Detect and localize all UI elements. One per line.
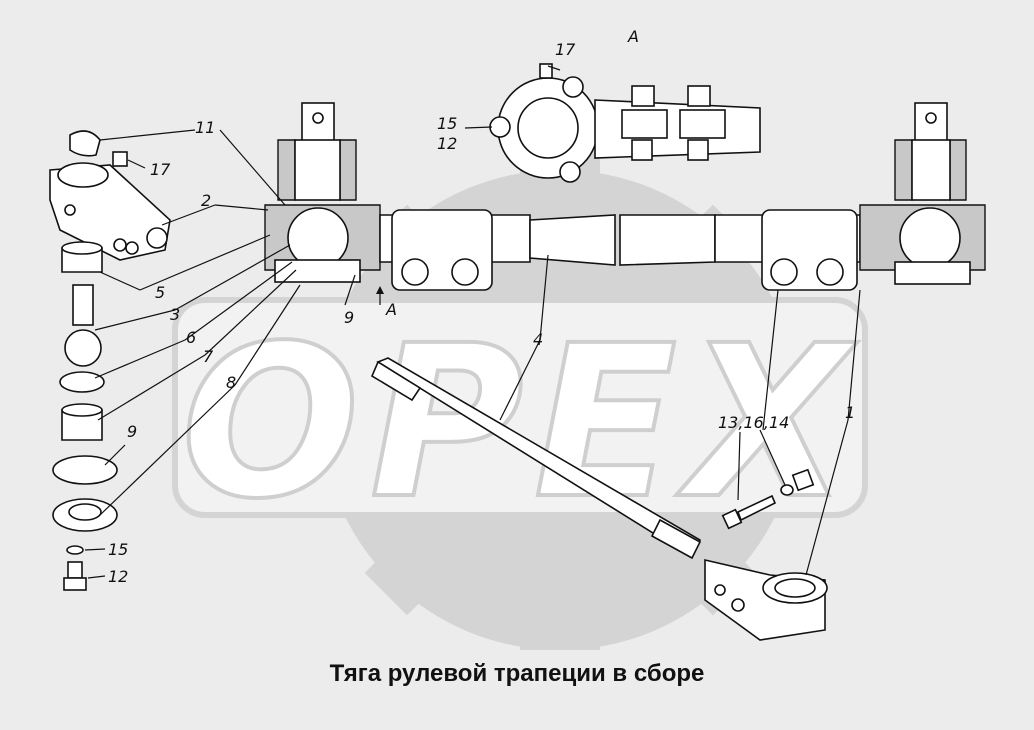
callout-6: 6 (186, 328, 196, 347)
callout-12-view: 12 (437, 134, 457, 153)
exploded-rod (370, 357, 702, 560)
callout-2: 2 (201, 191, 211, 210)
callout-8: 8 (226, 373, 236, 392)
exploded-left-parts (49, 130, 171, 591)
watermark-text: OPEX (181, 300, 859, 545)
section-arrow-label: А (385, 300, 397, 319)
callout-1: 1 (845, 403, 855, 422)
callout-9-assembly: 9 (344, 308, 354, 327)
callout-3: 3 (170, 305, 180, 324)
callout-4: 4 (533, 330, 543, 349)
callout-7: 7 (203, 347, 214, 366)
callout-12-exploded: 12 (108, 567, 128, 586)
callout-17: 17 (555, 40, 576, 59)
view-a-detail (489, 63, 761, 183)
clamp-fasteners (721, 468, 815, 530)
exploded-right-tip (704, 558, 828, 641)
figure-caption: Тяга рулевой трапеции в сборе (329, 660, 705, 687)
leader-lines (84, 65, 861, 579)
callout-9-exploded: 9 (127, 422, 137, 441)
watermark: OPEX (172, 150, 868, 650)
callout-17-exploded: 17 (150, 160, 171, 179)
callout-13-16-14: 13,16,14 (718, 413, 789, 432)
callout-11: 11 (195, 118, 215, 137)
callout-15-exploded: 15 (108, 540, 128, 559)
callout-labels: А А 11 17 2 5 3 6 7 8 9 9 15 12 17 15 12… (108, 27, 855, 586)
view-a-label: А (627, 27, 639, 46)
callout-5: 5 (155, 283, 165, 302)
tie-rod-assembly (264, 102, 986, 305)
callout-15-view: 15 (437, 114, 457, 133)
